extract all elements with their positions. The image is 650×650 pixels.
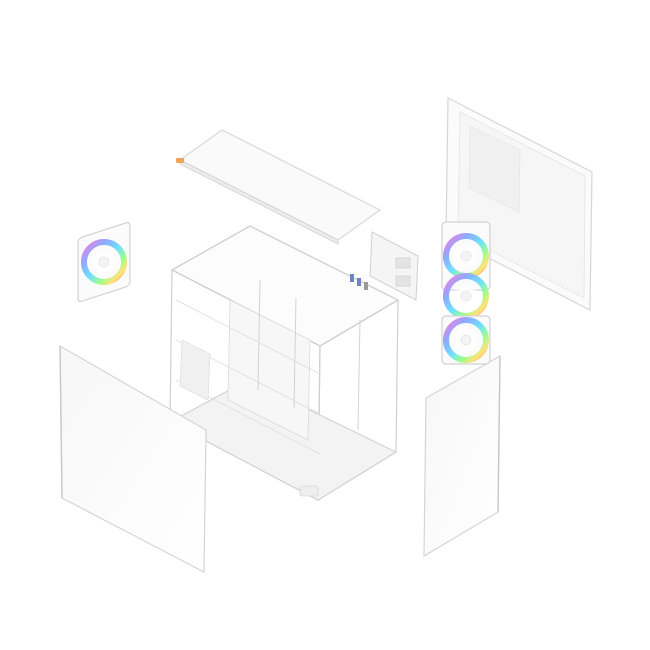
front-fan-top [441,221,491,291]
fan-hub [460,250,472,262]
fan-hub [460,334,472,346]
back-panel [445,97,593,311]
front-fan-bottom [441,315,491,365]
fan-rgb-ring [443,317,489,363]
rear-fan [77,222,131,302]
left-glass-panel [59,344,207,573]
front-glass-panel [423,354,501,558]
usb-port [350,274,354,282]
front-fan-middle [443,273,489,319]
pcie-bracket [369,231,419,301]
fan-hub [460,290,472,302]
audio-port [364,282,368,290]
top-panel-orange-tab [176,158,184,163]
top-panel [176,129,382,245]
back-panel-mesh [468,125,521,213]
case-foot [299,485,319,497]
fan-rgb-ring [81,239,127,285]
chassis-frame [168,225,400,502]
usb-port [357,278,361,286]
fan-hub [98,256,110,268]
